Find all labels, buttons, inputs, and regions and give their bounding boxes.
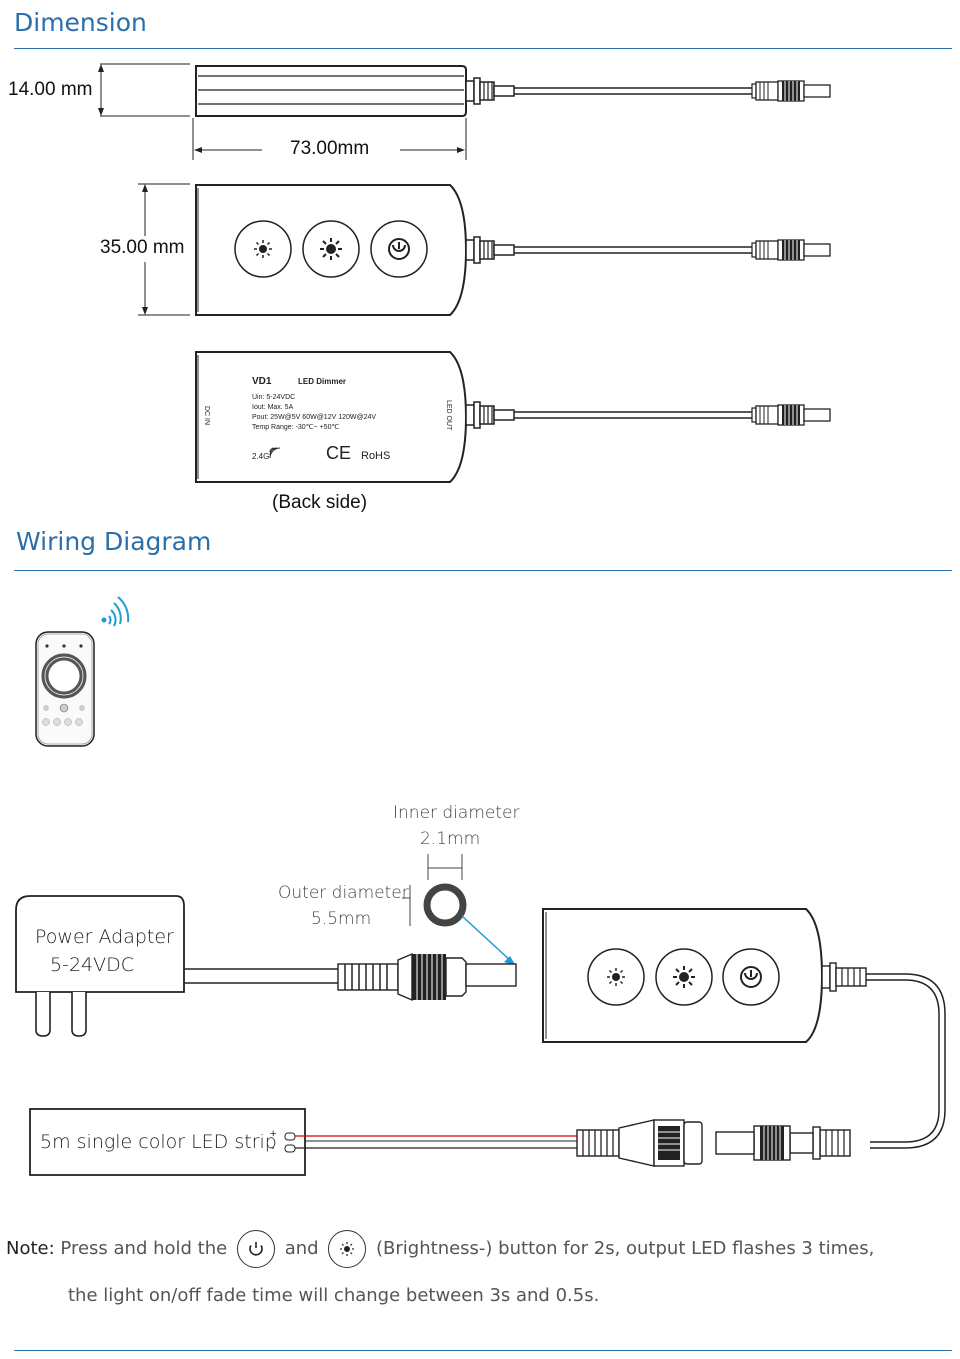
height-dimension: 14.00 mm <box>8 79 93 100</box>
led-strip-box <box>29 1108 306 1176</box>
sun-large-icon <box>673 966 695 988</box>
label-temp: Temp Range: -30℃~ +50℃ <box>252 424 339 431</box>
label-pout: Pout: 25W@5V 60W@12V 120W@24V <box>252 414 376 421</box>
sun-large-icon <box>320 238 342 260</box>
sun-small-icon <box>607 968 625 986</box>
wiring-drawing <box>15 596 946 1176</box>
label-model: VD1 <box>252 376 272 387</box>
note-part2: (Brightness-) button for 2s, output LED … <box>376 1238 875 1259</box>
ce-mark: CE <box>326 443 351 463</box>
remote-control <box>35 631 95 747</box>
inner-diameter-value: 2.1mm <box>420 829 481 849</box>
power-icon <box>236 1230 275 1268</box>
inner-diameter-label: Inner diameter <box>393 803 520 823</box>
top-view <box>195 184 831 316</box>
strip-pad-minus <box>284 1144 296 1153</box>
power-icon <box>388 238 410 260</box>
label-led-out: LED OUT <box>445 400 452 431</box>
note-and: and <box>284 1238 319 1259</box>
rohs-mark: RoHS <box>361 450 390 462</box>
dimension-title: Dimension <box>14 8 147 37</box>
note-part1: Press and hold the <box>60 1238 228 1259</box>
wiring-divider <box>14 570 952 571</box>
dimmer-output-plug <box>715 1125 851 1161</box>
length-dimension: 73.00mm <box>290 138 370 159</box>
label-product: LED Dimmer <box>298 377 346 386</box>
outer-diameter-label: Outer diameter <box>278 883 409 903</box>
width-dimension: 35.00 mm <box>100 237 185 258</box>
back-side-caption: (Back side) <box>272 492 368 513</box>
side-view <box>195 65 831 117</box>
dimmer-unit <box>542 908 867 1043</box>
minus-marker: - <box>271 1142 275 1154</box>
note-line-1: Note: Press and hold the and (Brightness… <box>6 1227 874 1271</box>
pointer-line <box>461 915 513 963</box>
wireless-icon <box>101 596 130 627</box>
back-view <box>195 351 831 483</box>
dc-plug-ring <box>402 854 467 927</box>
sun-small-icon <box>254 240 272 258</box>
power-icon <box>740 966 762 988</box>
bottom-divider <box>14 1350 952 1351</box>
led-strip-label: 5m single color LED strip <box>40 1131 277 1153</box>
dimension-divider <box>14 48 952 49</box>
plus-marker: + <box>270 1128 277 1140</box>
note-line-2: the light on/off fade time will change b… <box>68 1285 600 1306</box>
strip-pad-plus <box>284 1132 296 1141</box>
strip-input-plug <box>576 1119 703 1167</box>
adapter-dc-plug <box>337 952 517 1002</box>
note-prefix: Note: <box>6 1238 55 1259</box>
power-adapter-label: Power Adapter <box>35 926 174 948</box>
label-iout: Iout: Max. 5A <box>252 404 294 411</box>
sun-small-icon <box>328 1230 367 1268</box>
wireless-small-icon <box>269 447 281 459</box>
label-uin: Uin: 5-24VDC <box>252 394 295 401</box>
label-freq: 2.4G <box>252 452 269 461</box>
dimension-drawing: VD1 LED Dimmer Uin: 5-24VDC Iout: Max. 5… <box>98 63 831 483</box>
wiring-title: Wiring Diagram <box>16 527 212 556</box>
outer-diameter-value: 5.5mm <box>311 909 372 929</box>
power-adapter <box>15 895 185 1037</box>
label-dc-in: DC IN <box>203 406 210 425</box>
power-adapter-voltage: 5-24VDC <box>50 954 135 976</box>
